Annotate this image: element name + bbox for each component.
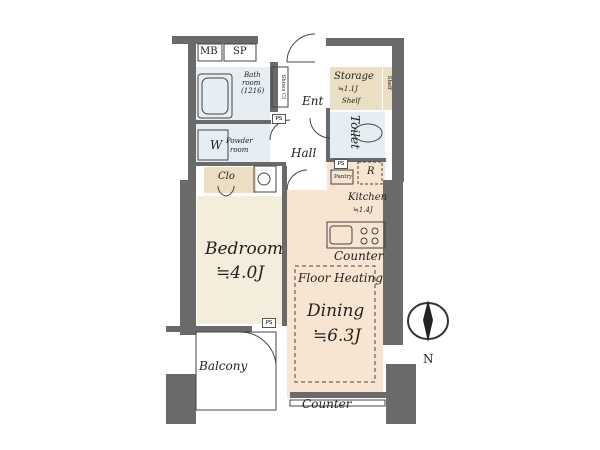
side-shelf-label: Shelf xyxy=(385,75,392,90)
compass-label: N xyxy=(423,352,434,366)
kitchen-counter-label: Counter xyxy=(334,249,384,263)
kitchen-floor xyxy=(327,162,385,262)
toilet-label: Toilet xyxy=(347,115,362,149)
entrance-label: Ent xyxy=(302,94,324,108)
bathroom-label-1: Bath xyxy=(244,71,261,79)
closet-label: Clo xyxy=(218,171,235,182)
storage-label: Storage xyxy=(334,71,374,82)
storage-floor xyxy=(330,67,382,110)
bedroom-size-label: ≒4.0J xyxy=(216,263,265,283)
storage-shelf-label: Shelf xyxy=(342,97,361,105)
fridge-label: R xyxy=(367,166,375,177)
powder-room-floor xyxy=(196,124,270,164)
storage-size-label: ≒1.1J xyxy=(338,85,358,93)
toilet-floor xyxy=(327,112,385,158)
ps-upper-label: PS xyxy=(272,114,286,124)
ps-balcony-label: PS xyxy=(262,318,276,328)
washer-label: W xyxy=(210,138,223,152)
bathroom-floor xyxy=(196,67,270,122)
bathroom-size-label: (1216) xyxy=(241,87,265,95)
sp-label: SP xyxy=(233,46,247,57)
dining-label: Dining xyxy=(307,301,365,321)
balcony-label: Balcony xyxy=(199,359,248,373)
dining-size-label: ≒6.3J xyxy=(313,326,362,346)
walls xyxy=(166,36,416,424)
closet-floor xyxy=(204,167,256,193)
ps-mid-label: PS xyxy=(334,159,348,169)
powder-room-label-1: Powder xyxy=(226,137,253,145)
bedroom-floor xyxy=(197,196,285,324)
hall-label: Hall xyxy=(291,146,317,160)
powder-room-label-2: room xyxy=(230,146,249,154)
pantry-label: Pantry xyxy=(334,174,353,180)
compass-icon xyxy=(407,300,449,342)
bedroom-label: Bedroom xyxy=(205,239,284,259)
floor-heating-label: Floor Heating xyxy=(298,271,383,285)
shoes-closet-label: Shoes Cl xyxy=(279,74,286,99)
shelf-side-floor xyxy=(383,67,393,110)
bathroom-label-2: room xyxy=(242,79,261,87)
kitchen-label: Kitchen xyxy=(348,192,388,203)
mb-label: MB xyxy=(200,46,218,57)
bottom-counter-label: Counter xyxy=(302,397,352,411)
kitchen-size-label: ≒1.4J xyxy=(353,206,373,214)
